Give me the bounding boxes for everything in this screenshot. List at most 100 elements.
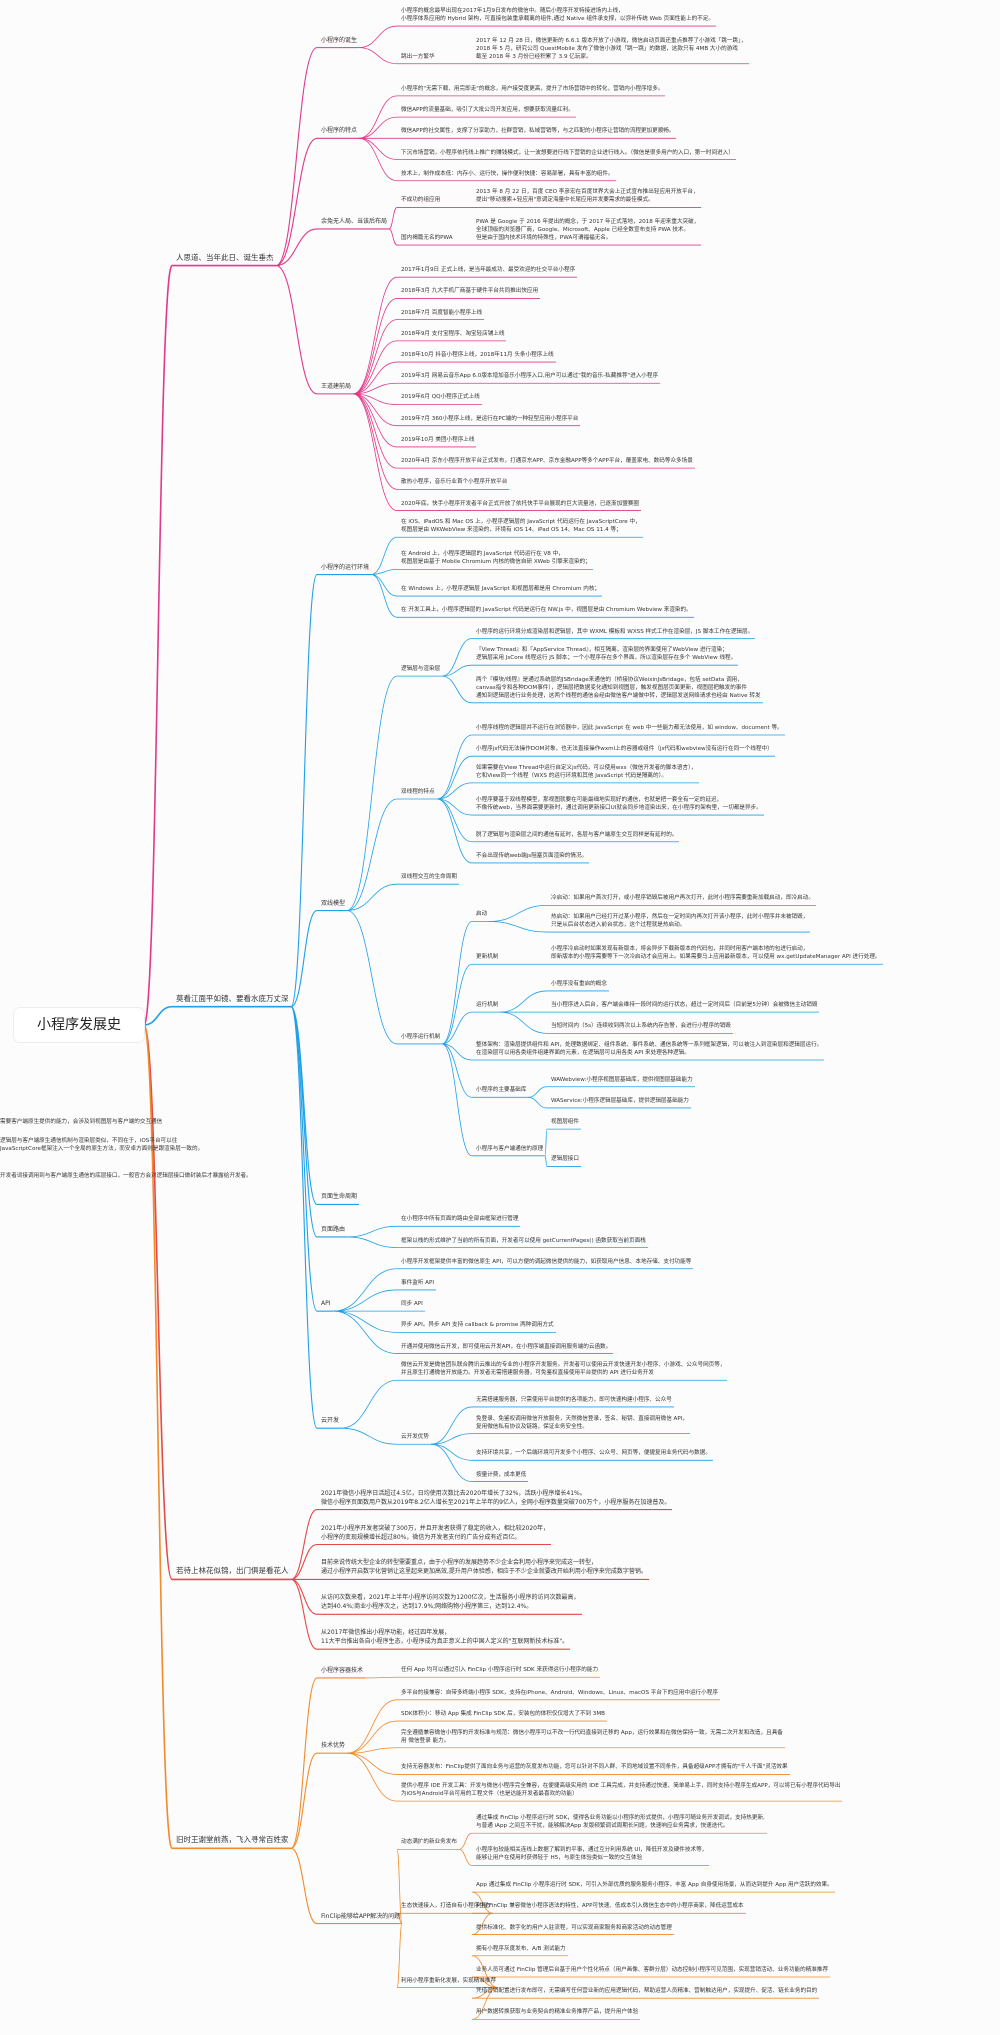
- leaf-node[interactable]: 开发者词接调用到与客户端原生通信的底层接口，一般官方会对逻辑层接口做封装后才暴露…: [0, 1172, 252, 1179]
- leaf-node[interactable]: WAService:小程序逻辑层基础库，提供逻辑层基础能力: [551, 1097, 689, 1104]
- leaf-node[interactable]: 同步 API: [401, 1301, 423, 1308]
- leaf-node[interactable]: 小程序冷启动时如果发现有新版本，将会异步下载新版本的代码包，并同时用客户端本地的…: [551, 946, 881, 961]
- leaf-node[interactable]: 业务人员可通过 FinClip 管理后台基于用户个性化特点（用户画像、客群分层）…: [476, 1966, 829, 1973]
- topic-node[interactable]: 小程序与客户端通信的原理: [476, 1145, 544, 1152]
- leaf-node[interactable]: 『View Thread』和『AppService Thread』，相互隔离，渲…: [476, 647, 737, 662]
- leaf-node[interactable]: 页面生命周期: [321, 1193, 358, 1201]
- leaf-node[interactable]: 热启动：如果用户已经打开过某小程序，然后在一定时间内再次打开该小程序，此时小程序…: [551, 914, 809, 929]
- topic-node[interactable]: 逻辑层与渲染层: [401, 666, 441, 673]
- leaf-node[interactable]: 2018年10月 抖音小程序上线，2018年11月 头条小程序上线: [401, 352, 554, 359]
- topic-node[interactable]: 余兔无人局、当该后布局: [321, 217, 388, 225]
- leaf-node[interactable]: 小程序没有重启的概念: [551, 980, 607, 987]
- leaf-node[interactable]: 下沉市场营销，小程序依托线上推广的赚钱模式，让一波想要进行线下营销的企业进行线入…: [401, 149, 734, 156]
- root-node[interactable]: 小程序发展史: [14, 1008, 144, 1042]
- topic-node[interactable]: 小程序的诞生: [321, 36, 358, 44]
- leaf-node[interactable]: 微信APP的流量基础，吸引了大批公司开发应用，想要获取流量红利。: [401, 107, 574, 114]
- leaf-node[interactable]: 当短时间内（5s）连续收到两次以上系统内存告警，会进行小程序的销毁: [551, 1023, 731, 1030]
- leaf-node[interactable]: 从2017年微信推出小程序功能，经过四年发展， 11大平台推出各自小程序生态，小…: [321, 1629, 569, 1646]
- topic-node[interactable]: 国内褐篇无名的PWA: [401, 235, 453, 242]
- leaf-node[interactable]: SDK体积小：移动 App 集成 FinClip SDK 后，安装包的体积仅仅增…: [401, 1711, 606, 1718]
- leaf-node[interactable]: 技术上，制作成本低：内存小、运行快，操作便利快捷：容易部署，具有丰富的组件。: [401, 170, 614, 177]
- leaf-node[interactable]: 异步 API。异步 API 支持 callback & promise 两种调用…: [401, 1322, 554, 1329]
- leaf-node[interactable]: 整体架构：渲染层提供组件和 API，处理数据绑定、组件系统、事件系统、通信系统等…: [476, 1042, 823, 1057]
- leaf-node[interactable]: 凭借营销配置进行发布即可，无需编写任何营业新的应用逻辑代码，帮助运营人员精准、营…: [476, 1988, 818, 1995]
- topic-node[interactable]: API: [321, 1300, 331, 1308]
- leaf-node[interactable]: 提供标准化、数字化的用户入驻流程，可以实现商家服务和商家活动的动态管理: [476, 1924, 672, 1931]
- topic-node[interactable]: 页面路由: [321, 1225, 346, 1233]
- leaf-node[interactable]: 框架以栈的形式维护了当前的所有页面，开发者可以使用 getCurrentPage…: [401, 1237, 646, 1244]
- leaf-node[interactable]: 在 iOS、iPadOS 和 Mac OS 上，小程序逻辑层的 JavaScri…: [401, 519, 641, 534]
- topic-node[interactable]: 技术优势: [321, 1742, 346, 1750]
- leaf-node[interactable]: 2021年小程序开发者突破了300万，并且开发者获得了稳定的收入，相比较2020…: [321, 1524, 549, 1541]
- topic-node[interactable]: 云开发: [321, 1417, 340, 1425]
- leaf-node[interactable]: 如果需要在View Thread中运行自定义js代码，可以使用wxs（微信开发者…: [476, 764, 697, 779]
- leaf-node[interactable]: 小程序js代码无法操作DOM对象，也无法直接操作wxml上的容器或组件（js代码…: [476, 746, 773, 753]
- topic-node[interactable]: 小程序的特点: [321, 127, 358, 135]
- topic-node[interactable]: 运行机制: [476, 1002, 499, 1009]
- leaf-node[interactable]: 从访问次数来看，2021年上半年小程序访问次数为1200亿次，生活服务小程序的访…: [321, 1594, 580, 1611]
- leaf-node[interactable]: 逻辑层与客户端原生通信机制与渲染层类似，不同在于，iOS平台可以往 JavaSc…: [0, 1137, 204, 1152]
- leaf-node[interactable]: 提供小程序 IDE 开发工具：开发与微信小程序完全兼容，在便捷高级实用的 IDE…: [401, 1783, 841, 1798]
- leaf-node[interactable]: 完全遵循兼容微信小程序的开发标准与规范：微信小程序可以不改一行代码直接到迁移的 …: [401, 1729, 783, 1744]
- leaf-node[interactable]: 2013 年 8 月 22 日，百度 CEO 李彦宏在百度世界大会上正式宣布推出…: [476, 189, 699, 204]
- leaf-node[interactable]: 2019年7月 360小程序上线，是运行在PC端的一种轻型应用小程序平台: [401, 415, 579, 422]
- leaf-node[interactable]: 2017年1月9日 正式上线，是当年最成功、最受欢迎的社交平台小程序: [401, 267, 576, 274]
- leaf-node[interactable]: WAWebview:小程序视图层基础库，提供视图层基础能力: [551, 1076, 693, 1083]
- leaf-node[interactable]: 2021年微信小程序日活超过4.5亿，日均使用次数比去2020年增长了32%，活…: [321, 1489, 671, 1506]
- branch-node[interactable]: 人思道、当年此日、诞生垂杰: [176, 252, 274, 262]
- leaf-node[interactable]: 多平台的接兼容：自带多终端小程序 SDK，支持在iPhone、Android、W…: [401, 1689, 718, 1696]
- leaf-node[interactable]: 通过集成 FinClip 小程序运行时 SDK，使得各业务功能以小程序的形式提供…: [476, 1815, 765, 1830]
- leaf-node[interactable]: 2019年3月 网易云音乐App 6.0版本增加音乐小程序入口,用户可以通过"我…: [401, 373, 659, 380]
- topic-node[interactable]: 动态满扩的新业务发布: [401, 1839, 457, 1846]
- leaf-node[interactable]: 事件监听 API: [401, 1279, 435, 1286]
- leaf-node[interactable]: 用户数据转换获取与业务契合的精准业务推荐产品，提升用户体验: [476, 2009, 639, 2016]
- leaf-node[interactable]: 微信云开发是微信团队联合腾讯云推出的专业的小程序开发服务。开发者可以使用云开发快…: [401, 1362, 726, 1377]
- leaf-node[interactable]: 2017 年 12 月 28 日，微信更新的 6.6.1 版本开放了小游戏，微信…: [476, 37, 747, 60]
- leaf-node[interactable]: 2018年9月 支付宝程序、淘宝轻店铺上线: [401, 330, 505, 337]
- topic-node[interactable]: 小程序运行机制: [401, 1033, 441, 1040]
- topic-node[interactable]: 不成功的组应用: [401, 197, 441, 204]
- leaf-node[interactable]: 需要客户端原生提供的能力，会涉及到视图层与客户端的交互通信: [0, 1119, 163, 1126]
- leaf-node[interactable]: 开通并使用微信云开发，即可使用云开发API，在小程序端直接调用服务端的云函数。: [401, 1343, 612, 1350]
- leaf-node[interactable]: 2020年4月 京东小程序开放平台正式发布，打通京东APP、京东金融APP等多个…: [401, 458, 693, 465]
- leaf-node[interactable]: 2020年底，快手小程序开发者平台正式开放了依托快手平台展现的巨大流量池，已逐渐…: [401, 500, 639, 507]
- topic-node[interactable]: 王道建前局: [321, 382, 352, 390]
- leaf-node[interactable]: 脱了逻辑层与渲染层之间的通信有延时，各层与客户端原生交互同样是有延时的。: [476, 831, 678, 838]
- topic-node[interactable]: 小程序的运行环境: [321, 563, 370, 571]
- topic-node[interactable]: 双线程的特点: [401, 788, 435, 795]
- leaf-node[interactable]: 冷启动：如果用户首次打开，或小程序销毁后被用户再次打开，此时小程序需要重新加载启…: [551, 895, 814, 902]
- leaf-node[interactable]: 免登录、免鉴权调用微信开放服务，天然微信登录，签名、秘钥、直接调用微信 API，…: [476, 1415, 689, 1430]
- leaf-node[interactable]: 不会出现传统web端js阻塞页面渲染的情况。: [476, 852, 588, 859]
- leaf-node[interactable]: 2019年10月 美团小程序上线: [401, 436, 475, 443]
- leaf-node[interactable]: 2019年6月 QQ小程序正式上线: [401, 394, 480, 401]
- leaf-node[interactable]: 小程序包较能相关连线上数据了解到的平事，通过互分利用系统 UI，降低开发及硬件技…: [476, 1847, 708, 1862]
- leaf-node[interactable]: 在 Windows 上，小程序逻辑层 JavaScript 和视图层都是用 Ch…: [401, 586, 601, 593]
- leaf-node[interactable]: 任何 App 均可以通过引入 FinClip 小程序运行时 SDK 来获得运行小…: [401, 1667, 599, 1674]
- topic-node[interactable]: 小程序的主要基础库: [476, 1087, 527, 1094]
- leaf-node[interactable]: 双线程交互的生命周期: [401, 874, 457, 881]
- leaf-node[interactable]: 按量计费，成本更低: [476, 1471, 527, 1478]
- leaf-node[interactable]: 目前来说传统大型企业的转型需要重点，由于小程序的发展趋势不少企业会利用小程序来完…: [321, 1559, 647, 1576]
- leaf-node[interactable]: 在 Android 上，小程序逻辑层的 JavaScript 代码运行在 V8 …: [401, 551, 591, 566]
- leaf-node[interactable]: 在 开发工具上，小程序逻辑层的 JavaScript 代码是运行在 NW.js …: [401, 607, 692, 614]
- leaf-node[interactable]: 小程序的运行环境分成渲染层和逻辑层，其中 WXML 模板和 WXSS 样式工作在…: [476, 628, 754, 635]
- leaf-node[interactable]: 小程序的"无需下载、用完即走"的概念，用户接受度更高，提升了市场营销中的转化，营…: [401, 85, 664, 92]
- branch-node[interactable]: 旧时王谢堂前燕，飞入寻常百姓家: [176, 1835, 289, 1845]
- leaf-node[interactable]: 无需搭建服务器，只需使用平台提供的各项能力，即可快速构建小程序、公众号: [476, 1396, 672, 1403]
- leaf-node[interactable]: 小程序开发框架提供丰富的微信原生 API，可以方便的调起微信提供的能力，如获取用…: [401, 1258, 692, 1265]
- branch-node[interactable]: 莫看江面平如镜、要看水底万丈深: [176, 993, 289, 1003]
- topic-node[interactable]: 利用小程序重新化发展，实现精准推荐: [401, 1977, 497, 1984]
- leaf-node[interactable]: 支持无容器发布：FinClip提供了面向业务与运营的灰度发布功能，您可以针对不同…: [401, 1764, 788, 1771]
- topic-node[interactable]: FinClip能够给APP解决的问题: [321, 1912, 401, 1920]
- leaf-node[interactable]: App 通过集成 FinClip 小程序运行时 SDK，可引入外部优质的服务服务…: [476, 1882, 833, 1889]
- topic-node[interactable]: 更新机制: [476, 954, 499, 961]
- leaf-node[interactable]: 拥有小程序灰度发布、A/B 测试能力: [476, 1945, 566, 1952]
- branch-node[interactable]: 若待上林花似锦，出门俱是看花人: [176, 1566, 289, 1576]
- leaf-node[interactable]: 小程序要基于双线程模型，那视图就要在可能最细地实现好的通信，也就是把一套全有一定…: [476, 797, 762, 812]
- leaf-node[interactable]: 利用 FinClip 兼容微信小程序语法的特性，APP可快速、低成本引入微信生态…: [476, 1903, 744, 1910]
- topic-node[interactable]: 云开发优势: [401, 1434, 429, 1441]
- leaf-node[interactable]: 两个『模块/线程』是通过系统层的JSBridage来通信的（桥接协议Weixin…: [476, 676, 761, 699]
- topic-node[interactable]: 启动: [476, 911, 488, 918]
- leaf-node[interactable]: 2018年3月 九大手机厂商基于硬件平台共同推出快应用: [401, 288, 539, 295]
- leaf-node[interactable]: 散热小程序，音乐行业首个小程序开放平台: [401, 479, 508, 486]
